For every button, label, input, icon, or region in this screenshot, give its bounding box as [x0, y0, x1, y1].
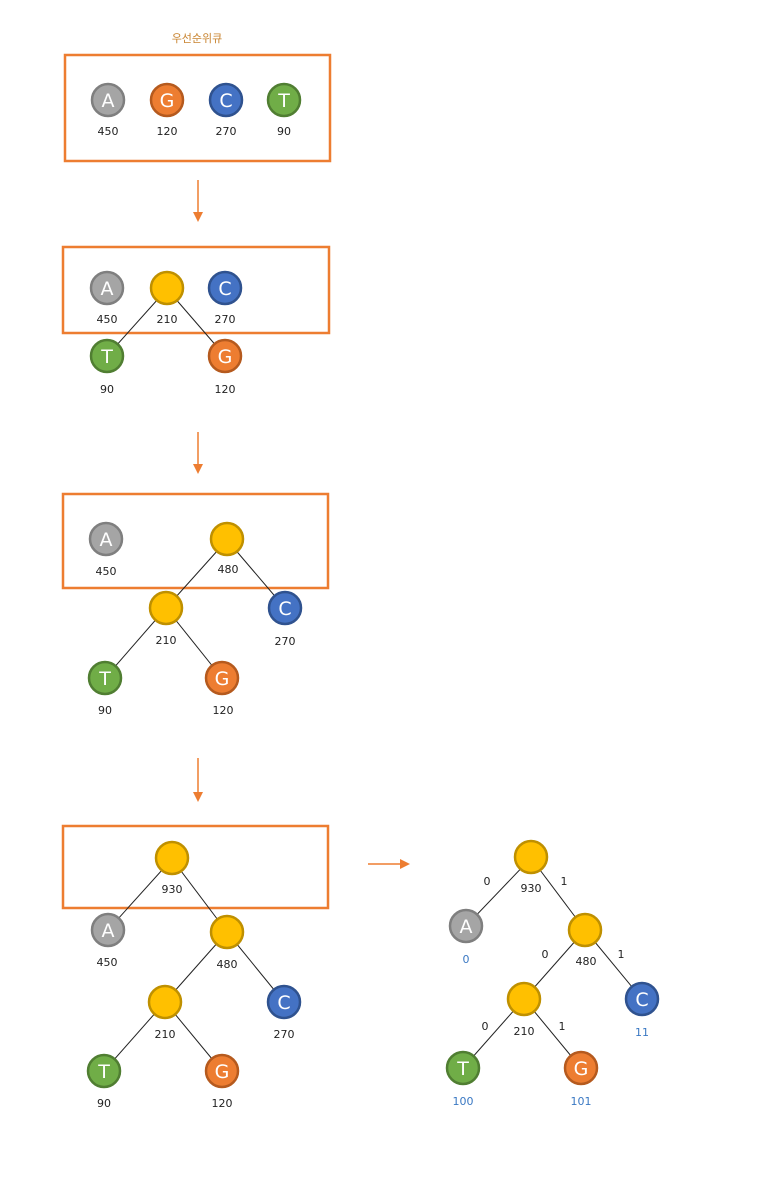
node-c: C 270	[267, 590, 303, 648]
node-count: 90	[100, 383, 114, 396]
node-a: A 450	[89, 270, 125, 326]
node-root-930: 930	[513, 839, 549, 895]
node-count: 90	[97, 1097, 111, 1110]
node-g: G 120	[204, 660, 240, 717]
node-letter: G	[574, 1058, 589, 1080]
node-count: 270	[216, 125, 237, 138]
edge-bit-label: 1	[559, 1020, 566, 1033]
queue-title: 우선순위큐	[172, 32, 223, 45]
edge-bit-label: 1	[561, 875, 568, 888]
edge-bit-label: 1	[618, 948, 625, 961]
huffman-code-tree: 0 1 0 1 0 1 930 A 0 480 210 C 11 T	[445, 839, 660, 1108]
node-count: 270	[274, 1028, 295, 1041]
node-t: T 100	[445, 1050, 481, 1108]
node-letter: G	[160, 90, 175, 112]
huffman-code: 100	[453, 1095, 474, 1108]
node-count: 210	[157, 313, 178, 326]
priority-queue-frame	[63, 53, 332, 163]
node-t: T 90	[266, 82, 302, 138]
stage-1: A 450 G 120 C 270 T 90	[63, 53, 332, 163]
node-g: G 101	[563, 1050, 599, 1108]
node-letter: T	[277, 90, 290, 112]
node-letter: A	[101, 278, 114, 300]
node-letter: T	[100, 346, 113, 368]
node-letter: C	[218, 278, 231, 300]
node-letter: A	[102, 920, 115, 942]
node-letter: A	[460, 916, 473, 938]
node-count: 120	[157, 125, 178, 138]
node-count: 480	[217, 958, 238, 971]
node-letter: T	[98, 668, 111, 690]
node-count: 480	[218, 563, 239, 576]
node-count: 90	[98, 704, 112, 717]
node-count: 450	[96, 565, 117, 578]
node-merged-210: 210	[149, 270, 185, 326]
node-letter: G	[215, 1061, 230, 1083]
edge-bit-label: 0	[484, 875, 491, 888]
node-root-930: 930	[154, 840, 190, 896]
node-count: 450	[97, 956, 118, 969]
node-t: T 90	[86, 1053, 122, 1110]
node-letter: G	[215, 668, 230, 690]
node-count: 450	[98, 125, 119, 138]
node-count: 270	[215, 313, 236, 326]
node-count: 450	[97, 313, 118, 326]
node-internal-480: 480	[567, 912, 603, 968]
node-c: C 270	[207, 270, 243, 326]
node-letter: A	[102, 90, 115, 112]
node-a: A 450	[90, 82, 126, 138]
node-letter: C	[635, 989, 648, 1011]
node-internal-210: 210	[506, 981, 542, 1038]
stage-3: A 450 480 210 C 270 T 90 G 120	[61, 492, 330, 717]
stage-2: A 450 210 C 270 T 90 G 120	[61, 245, 331, 396]
node-count: 210	[156, 634, 177, 647]
node-count: 930	[521, 882, 542, 895]
node-count: 210	[514, 1025, 535, 1038]
priority-queue-frame	[61, 245, 331, 335]
node-count: 270	[275, 635, 296, 648]
node-letter: A	[100, 529, 113, 551]
huffman-code: 0	[463, 953, 470, 966]
node-letter: T	[97, 1061, 110, 1083]
node-t: T 90	[87, 660, 123, 717]
node-c: C 270	[208, 82, 244, 138]
node-internal-210: 210	[148, 590, 184, 647]
node-count: 210	[155, 1028, 176, 1041]
node-count: 120	[213, 704, 234, 717]
huffman-code: 101	[571, 1095, 592, 1108]
node-count: 120	[215, 383, 236, 396]
node-letter: T	[456, 1058, 469, 1080]
stage-4: 930 A 450 480 210 C 270 T 90 G 120	[61, 824, 330, 1110]
edge-bit-label: 0	[542, 948, 549, 961]
node-count: 480	[576, 955, 597, 968]
node-c: C 11	[624, 981, 660, 1039]
node-letter: C	[219, 90, 232, 112]
node-internal-480: 480	[209, 521, 245, 576]
node-letter: C	[277, 992, 290, 1014]
node-letter: G	[218, 346, 233, 368]
node-internal-480: 480	[209, 914, 245, 971]
node-t: T 90	[89, 338, 125, 396]
node-c: C 270	[266, 984, 302, 1041]
node-a: A 450	[90, 912, 126, 969]
node-internal-210: 210	[147, 984, 183, 1041]
edge-bit-label: 0	[482, 1020, 489, 1033]
node-letter: C	[278, 598, 291, 620]
node-count: 120	[212, 1097, 233, 1110]
node-g: G 120	[204, 1053, 240, 1110]
huffman-code: 11	[635, 1026, 649, 1039]
node-count: 90	[277, 125, 291, 138]
node-a: A 0	[448, 908, 484, 966]
priority-queue-frame	[61, 492, 330, 590]
node-g: G 120	[149, 82, 185, 138]
node-a: A 450	[88, 521, 124, 578]
node-g: G 120	[207, 338, 243, 396]
priority-queue-frame	[61, 824, 330, 910]
node-count: 930	[162, 883, 183, 896]
